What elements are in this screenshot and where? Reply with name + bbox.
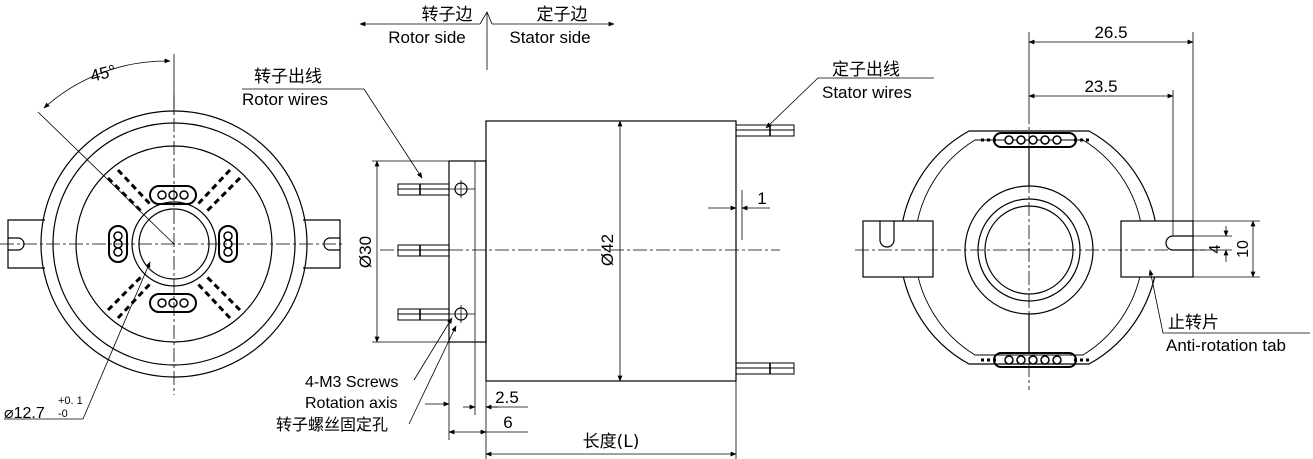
dim-6: 6 — [503, 413, 512, 432]
dim-2-5: 2.5 — [495, 388, 519, 407]
rotor-side-cn: 转子边 — [422, 5, 473, 25]
angle-label: 45° — [88, 61, 118, 86]
dim-23-5: 23.5 — [1084, 77, 1117, 96]
annotations: 转子边 Rotor side 定子边 Stator side 45° 转子出线 … — [4, 5, 1286, 452]
stator-wires-cn: 定子出线 — [832, 60, 900, 80]
anti-rotation-tab — [1120, 220, 1194, 278]
anti-rotation-en: Anti-rotation tab — [1166, 336, 1286, 355]
rotation-axis-label: Rotation axis — [305, 395, 398, 412]
dim-26-5: 26.5 — [1094, 23, 1127, 42]
left-tab — [862, 220, 934, 278]
flange-dia-label: Ø30 — [356, 236, 375, 268]
dim-10: 10 — [1235, 240, 1252, 258]
dim-4: 4 — [1207, 244, 1224, 253]
stator-side-en: Stator side — [509, 28, 590, 47]
gap-label: 1 — [757, 189, 766, 208]
length-label: 长度(L) — [583, 432, 640, 452]
bore-tol-upper: +0. 1 — [58, 395, 83, 407]
rotor-wires-cn: 转子出线 — [254, 67, 322, 87]
screw-holes-cn: 转子螺丝固定孔 — [276, 415, 388, 434]
rotor-wires-en: Rotor wires — [242, 90, 328, 109]
anti-rotation-cn: 止转片 — [1168, 313, 1219, 333]
bore-tol-lower: -0 — [58, 408, 68, 420]
side-view — [242, 11, 934, 459]
stator-end-view — [855, 32, 1310, 390]
screws-label: 4-M3 Screws — [305, 374, 398, 391]
stator-side-cn: 定子边 — [537, 5, 588, 25]
stator-housing — [899, 130, 1159, 365]
rotor-end-view — [0, 54, 345, 420]
body-dia-label: Ø42 — [598, 234, 617, 266]
rotor-side-en: Rotor side — [388, 28, 465, 47]
stator-wires-en: Stator wires — [822, 83, 912, 102]
bore-label: ⌀12.7 — [4, 405, 45, 422]
